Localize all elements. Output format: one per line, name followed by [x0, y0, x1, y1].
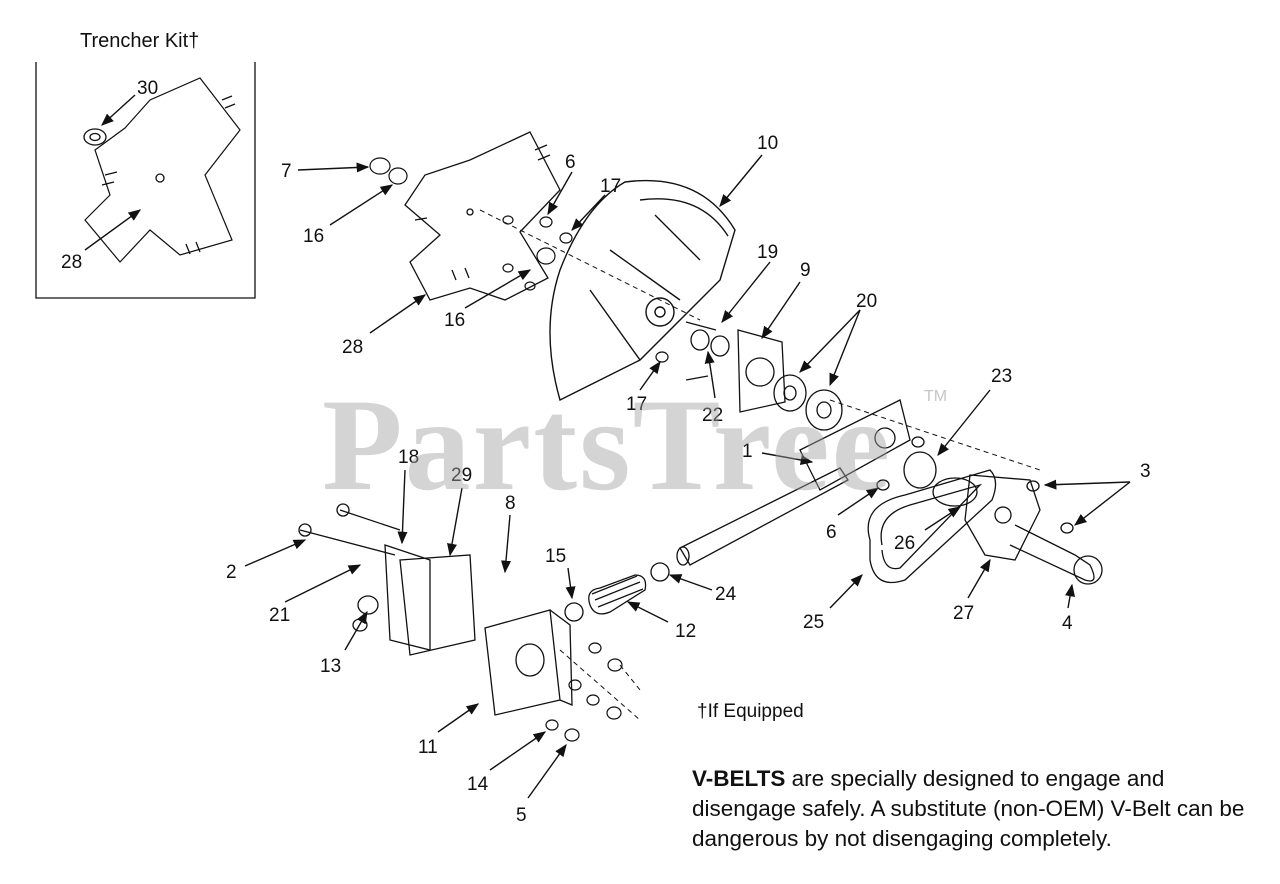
callout-19: 19 — [757, 242, 778, 263]
callout-7: 7 — [281, 161, 292, 182]
gearbox-and-belt — [867, 469, 1103, 585]
callout-9: 9 — [800, 260, 811, 281]
callout-1: 1 — [742, 441, 753, 462]
callout-10: 10 — [757, 133, 778, 154]
callout-4: 4 — [1062, 613, 1073, 634]
blade-part — [404, 131, 561, 301]
callout-28: 28 — [342, 337, 363, 358]
callout-18: 18 — [398, 447, 419, 468]
callout-27: 27 — [953, 603, 974, 624]
callout-16: 16 — [303, 226, 324, 247]
trencher-kit-inset — [35, 62, 256, 299]
callout-30: 30 — [137, 78, 158, 99]
callout-14: 14 — [467, 774, 489, 795]
callout-5: 5 — [516, 805, 527, 826]
callout-6: 6 — [826, 522, 837, 543]
callout-17: 17 — [626, 394, 647, 415]
hardware-nuts — [545, 642, 623, 742]
warning-text: are specially designed to engage and dis… — [692, 766, 1245, 851]
warning-bold-term: V-BELTS — [692, 766, 786, 791]
callout-2: 2 — [226, 562, 237, 583]
callout-numbers: 30 28 7 16 6 17 10 19 9 20 28 16 17 22 2… — [61, 78, 1151, 826]
blade-guard-part — [549, 179, 736, 402]
callout-8: 8 — [505, 493, 516, 514]
callout-13: 13 — [320, 656, 341, 677]
callout-29: 29 — [451, 465, 472, 486]
callout-16: 16 — [444, 310, 465, 331]
alignment-lines — [479, 209, 1041, 721]
callout-3: 3 — [1140, 461, 1151, 482]
if-equipped-note: †If Equipped — [697, 701, 804, 722]
callout-15: 15 — [545, 546, 566, 567]
mounting-plate-and-shaft — [676, 399, 937, 566]
callout-17: 17 — [600, 176, 621, 197]
callout-22: 22 — [702, 405, 723, 426]
callout-28: 28 — [61, 252, 82, 273]
callout-23: 23 — [991, 366, 1012, 387]
trencher-kit-title: Trencher Kit† — [80, 30, 200, 52]
leader-arrows — [84, 94, 1131, 799]
callout-6: 6 — [565, 152, 576, 173]
spring-part — [564, 562, 670, 622]
callout-11: 11 — [418, 737, 438, 758]
callout-25: 25 — [803, 612, 824, 633]
v-belt-warning: V-BELTS are specially designed to engage… — [692, 764, 1262, 854]
callout-21: 21 — [269, 605, 290, 626]
bracket-assembly — [298, 503, 573, 716]
callout-24: 24 — [715, 584, 737, 605]
callout-20: 20 — [856, 291, 877, 312]
callout-26: 26 — [894, 533, 915, 554]
callout-12: 12 — [675, 621, 696, 642]
